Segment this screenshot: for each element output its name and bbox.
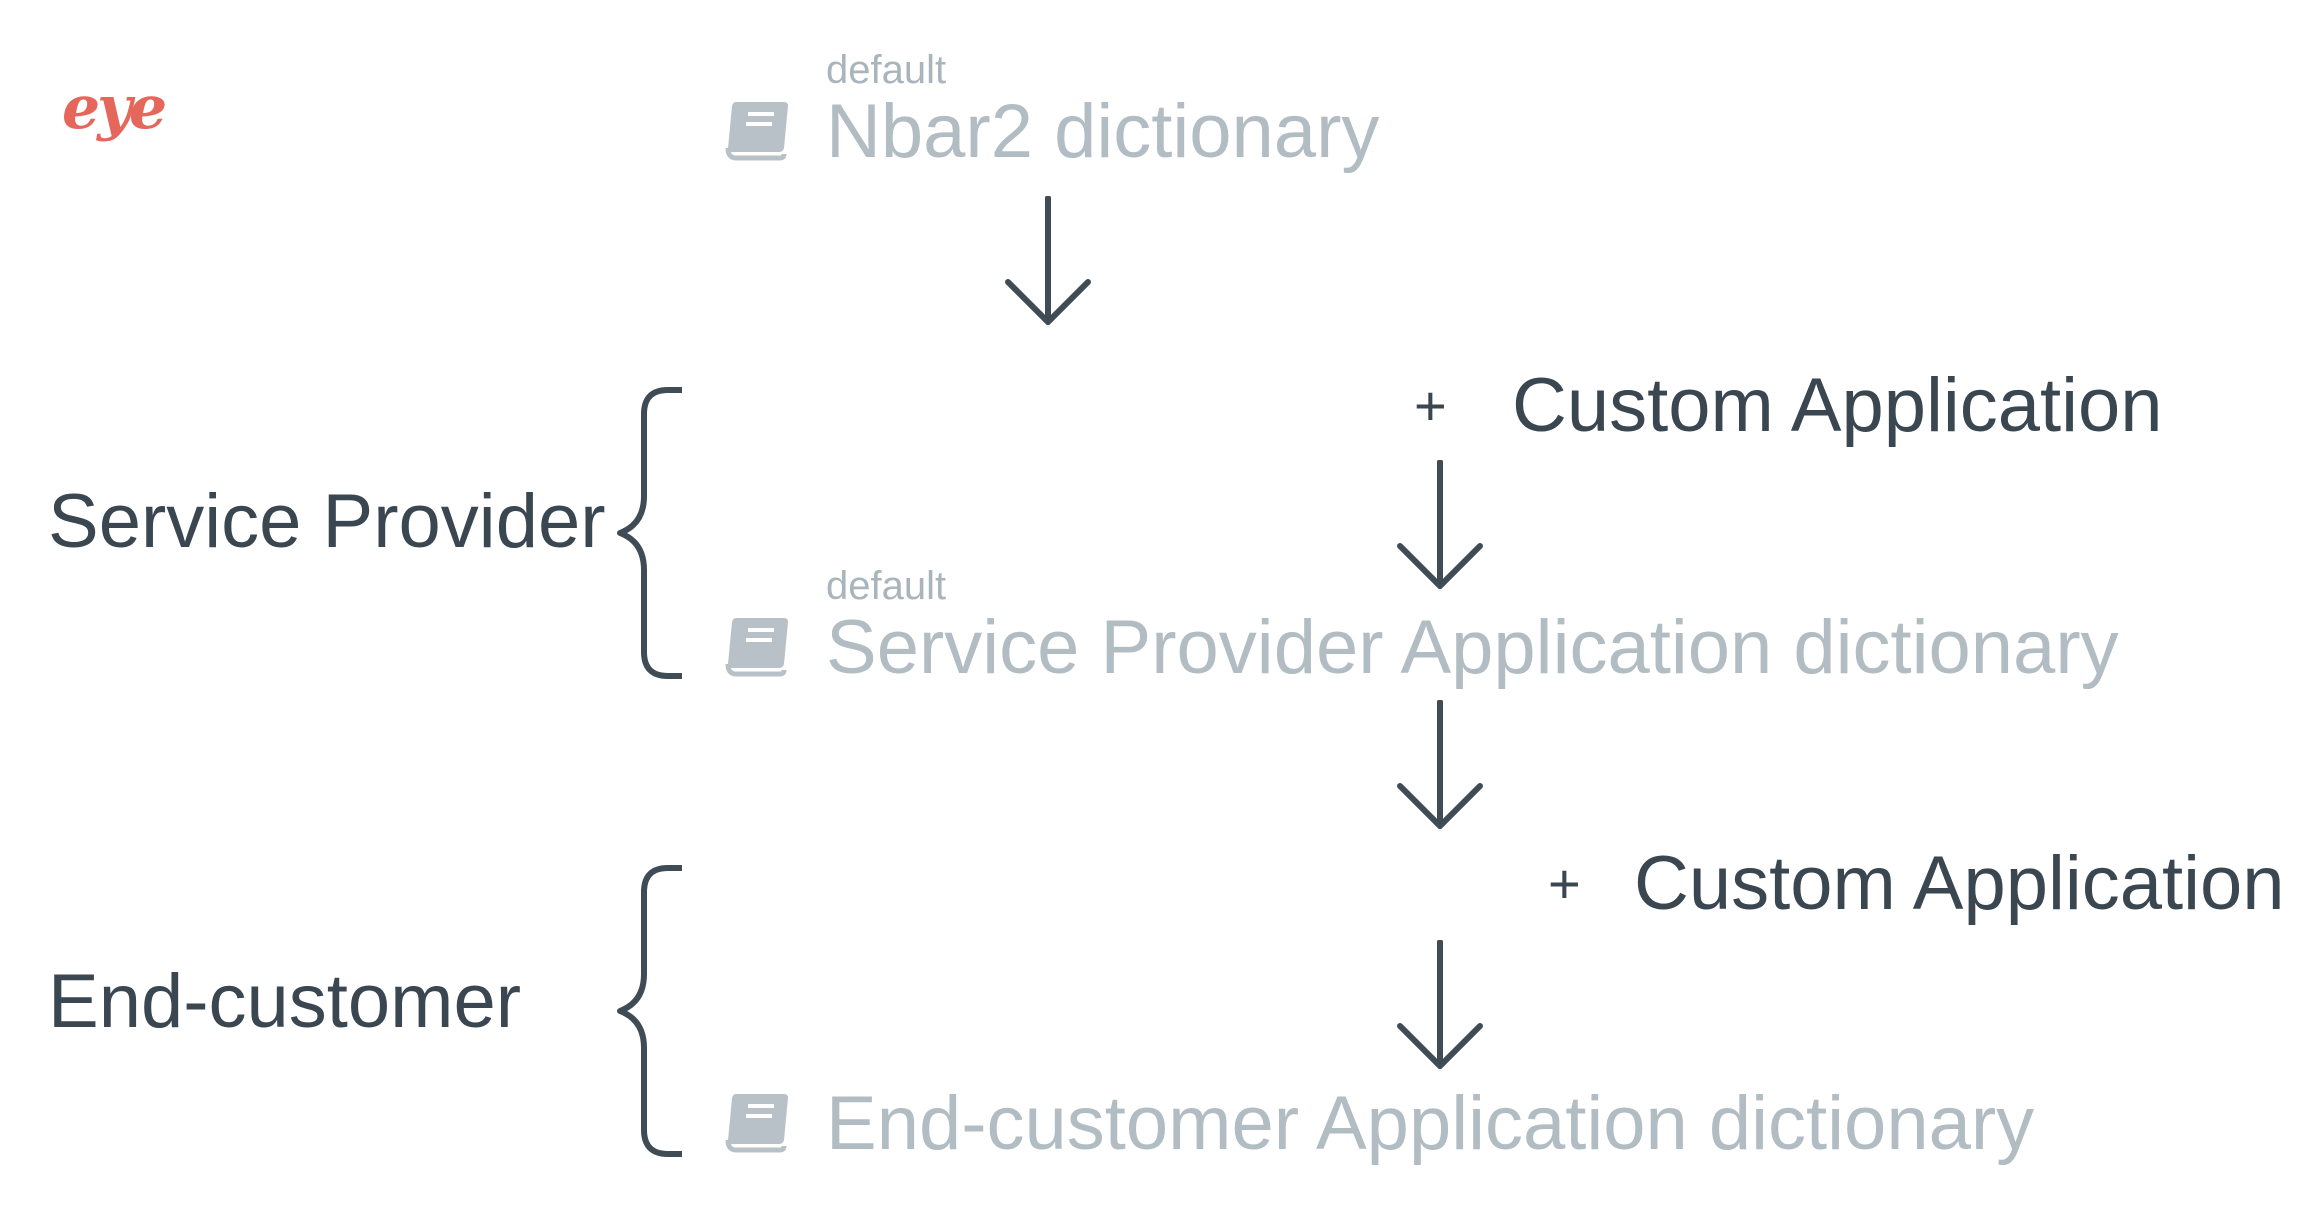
arrow-down-icon bbox=[1397, 460, 1483, 589]
book-icon bbox=[725, 102, 788, 161]
default-tag: default bbox=[826, 48, 947, 92]
arrow-down-icon bbox=[1397, 940, 1483, 1069]
default-tag: default bbox=[826, 564, 947, 608]
service-provider-label: Service Provider bbox=[48, 479, 606, 564]
end-customer-label: End-customer bbox=[48, 959, 522, 1044]
custom-application-label: Custom Application bbox=[1512, 363, 2163, 448]
custom-application-label: Custom Application bbox=[1634, 841, 2285, 926]
end-customer-dictionary-name: End-customer Application dictionary bbox=[826, 1081, 2035, 1166]
arrow-down-icon bbox=[1397, 700, 1483, 829]
plus-sign: + bbox=[1414, 374, 1447, 437]
plus-sign: + bbox=[1548, 852, 1581, 915]
arrow-down-icon bbox=[1005, 196, 1091, 325]
book-icon bbox=[725, 1094, 788, 1153]
service-provider-dictionary-name: Service Provider Application dictionary bbox=[826, 605, 2119, 690]
curly-brace-icon bbox=[617, 865, 682, 1157]
book-icon bbox=[725, 618, 788, 677]
curly-brace-icon bbox=[617, 387, 682, 679]
nbar2-dictionary-name: Nbar2 dictionary bbox=[826, 89, 1380, 174]
eye-logo: eye bbox=[62, 73, 167, 143]
